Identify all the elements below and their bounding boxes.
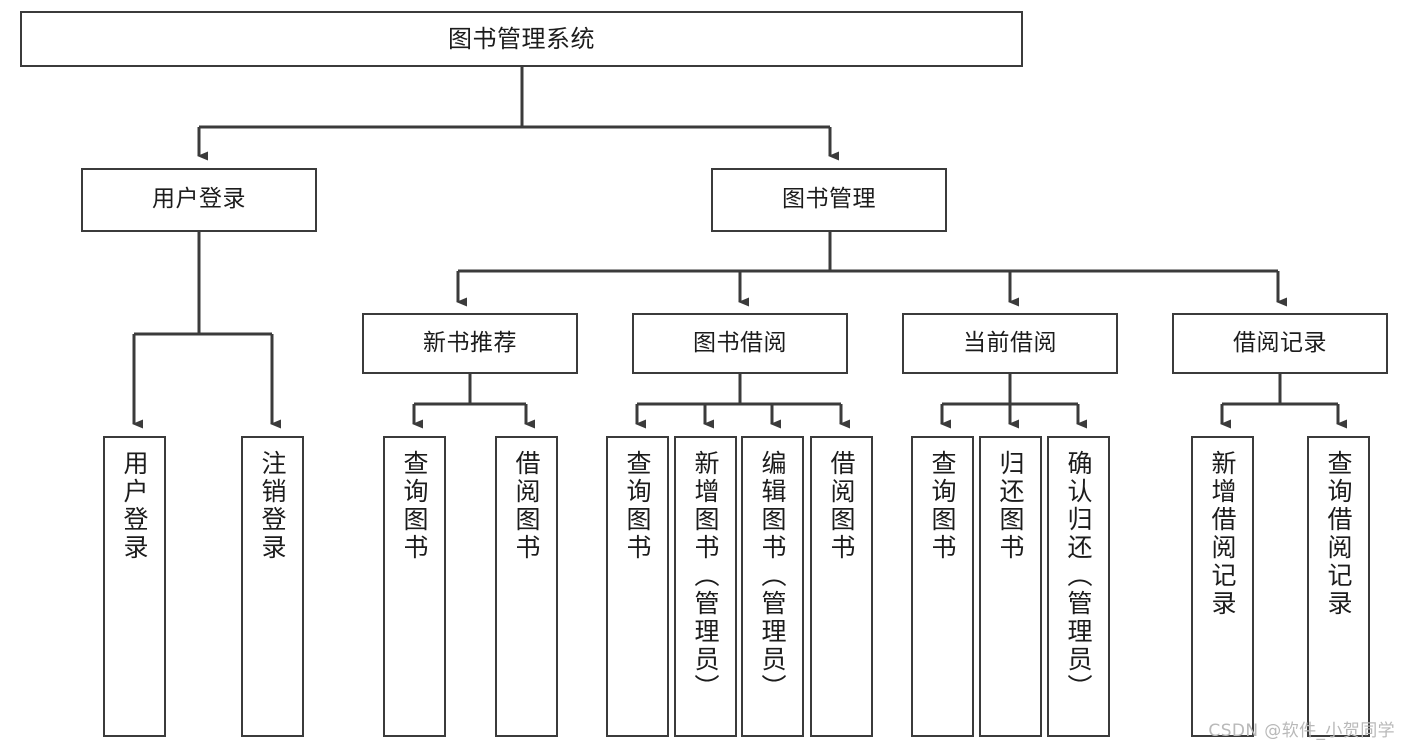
node-label: 当前借阅 (963, 329, 1057, 356)
leaf-query-book-2[interactable]: 查询图书 (606, 436, 669, 737)
node-label: 图书管理系统 (448, 24, 595, 53)
node-label: 用户登录 (152, 186, 246, 213)
node-book-borrow[interactable]: 图书借阅 (632, 313, 848, 374)
leaf-return-book[interactable]: 归还图书 (979, 436, 1042, 737)
leaf-query-book-1[interactable]: 查询图书 (383, 436, 446, 737)
node-book-management[interactable]: 图书管理 (711, 168, 947, 232)
node-current-borrow[interactable]: 当前借阅 (902, 313, 1118, 374)
leaf-query-book-3[interactable]: 查询图书 (911, 436, 974, 737)
leaf-add-book[interactable]: 新增图书（管理员） (674, 436, 737, 737)
node-label: 新书推荐 (423, 329, 517, 356)
node-label: 图书借阅 (693, 329, 787, 356)
node-label: 查询借阅记录 (1324, 450, 1353, 618)
node-label: 编辑图书（管理员） (758, 450, 787, 702)
node-label: 查询图书 (928, 450, 957, 562)
node-label: 归还图书 (996, 450, 1025, 562)
leaf-user-login[interactable]: 用户登录 (103, 436, 166, 737)
node-new-book-recommendation[interactable]: 新书推荐 (362, 313, 578, 374)
node-label: 确认归还（管理员） (1064, 450, 1093, 702)
node-label: 查询图书 (400, 450, 429, 562)
node-label: 图书管理 (782, 186, 876, 213)
node-label: 借阅图书 (827, 450, 856, 562)
leaf-borrow-book-2[interactable]: 借阅图书 (810, 436, 873, 737)
node-root-system[interactable]: 图书管理系统 (20, 11, 1023, 67)
leaf-borrow-book-1[interactable]: 借阅图书 (495, 436, 558, 737)
leaf-edit-book[interactable]: 编辑图书（管理员） (741, 436, 804, 737)
leaf-add-borrow-record[interactable]: 新增借阅记录 (1191, 436, 1254, 737)
leaf-query-borrow-record[interactable]: 查询借阅记录 (1307, 436, 1370, 737)
leaf-confirm-return[interactable]: 确认归还（管理员） (1047, 436, 1110, 737)
node-label: 新增图书（管理员） (691, 450, 720, 702)
node-label: 注销登录 (258, 450, 287, 562)
node-label: 借阅图书 (512, 450, 541, 562)
node-user-login[interactable]: 用户登录 (81, 168, 317, 232)
leaf-logout[interactable]: 注销登录 (241, 436, 304, 737)
node-label: 新增借阅记录 (1208, 450, 1237, 618)
node-label: 用户登录 (120, 450, 149, 562)
node-label: 借阅记录 (1233, 329, 1327, 356)
node-label: 查询图书 (623, 450, 652, 562)
watermark: CSDN @软件_小贺同学 (1208, 721, 1395, 741)
node-borrow-record[interactable]: 借阅记录 (1172, 313, 1388, 374)
